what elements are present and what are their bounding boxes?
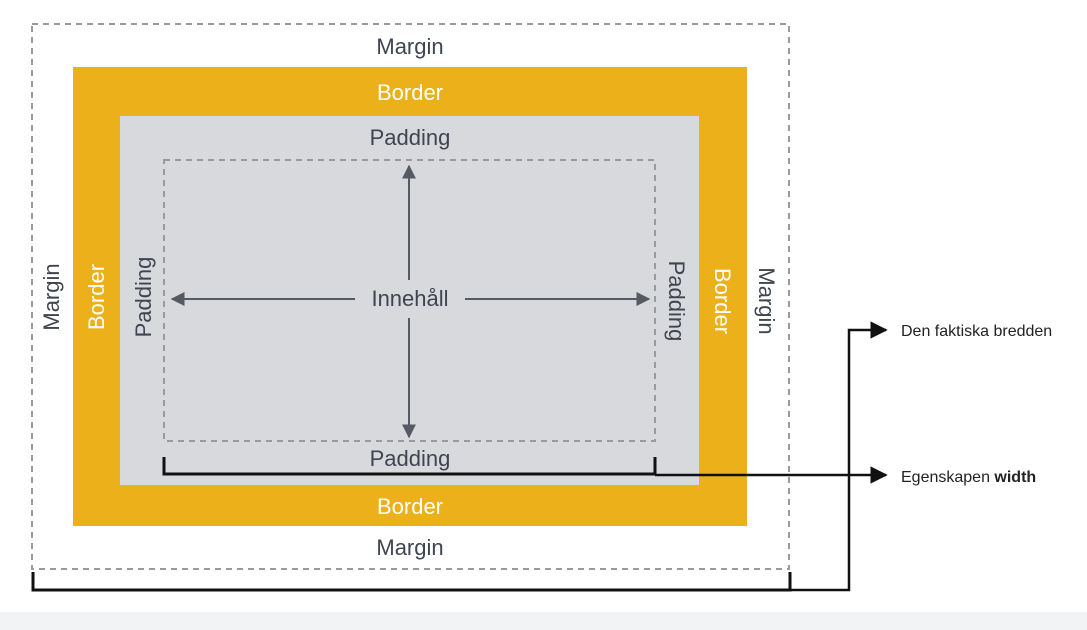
actual-width-bracket [31, 572, 792, 592]
border-label-left: Border [84, 264, 109, 330]
padding-label-left: Padding [131, 257, 156, 338]
padding-label-bottom: Padding [370, 446, 451, 471]
padding-label-top: Padding [370, 125, 451, 150]
border-label-bottom: Border [377, 494, 443, 519]
margin-label-left: Margin [39, 263, 64, 330]
margin-label-top: Margin [376, 34, 443, 59]
width-property-keyword: width [993, 469, 1036, 486]
border-label-top: Border [377, 80, 443, 105]
actual-width-annotation: Den faktiska bredden [901, 323, 1052, 340]
width-property-prefix: Egenskapen [901, 469, 994, 486]
width-property-annotation: Egenskapen width [901, 469, 1036, 486]
padding-label-right: Padding [664, 261, 689, 342]
actual-width-leader-arrow [790, 321, 888, 592]
border-label-right: Border [710, 268, 735, 334]
content-label: Innehåll [371, 286, 448, 311]
margin-area [31, 23, 790, 570]
footer-bar [0, 612, 1087, 630]
margin-label-right: Margin [754, 267, 779, 334]
width-bracket [162, 457, 657, 476]
margin-label-bottom: Margin [376, 535, 443, 560]
content-area [163, 159, 656, 442]
